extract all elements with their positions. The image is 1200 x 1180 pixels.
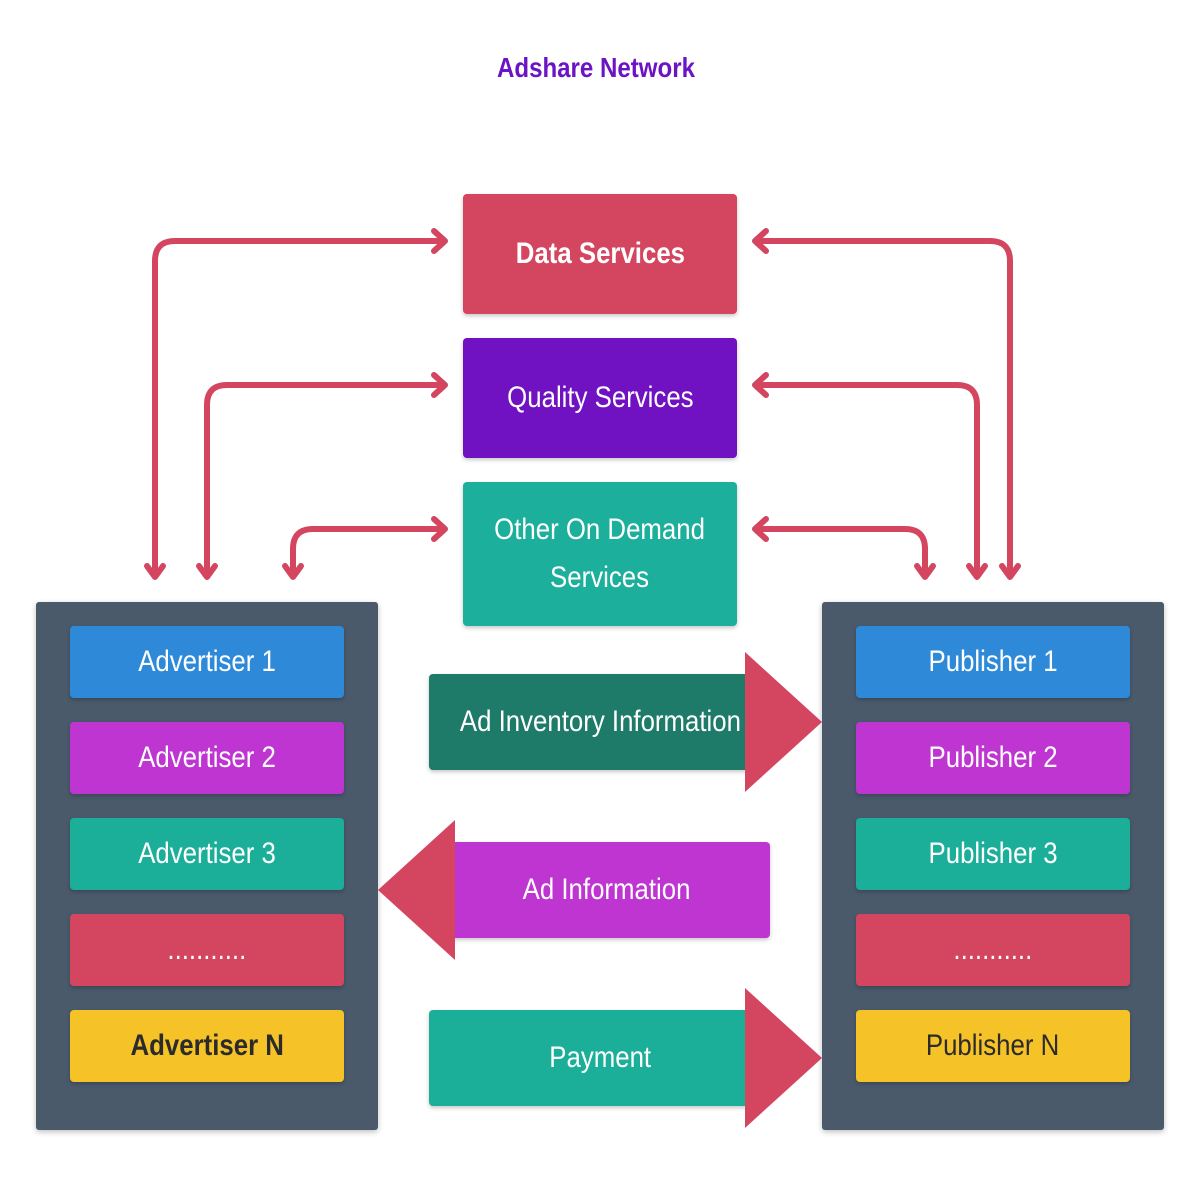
advertiser-label: ........... xyxy=(167,933,247,966)
arrowhead-icon xyxy=(999,563,1021,580)
advertiser-3-box: Advertiser 3 xyxy=(70,818,344,890)
quality-services-box: Quality Services xyxy=(463,338,737,458)
ad-information-flow: Ad Information xyxy=(452,842,770,938)
payment-label: Payment xyxy=(549,1041,651,1074)
arrowhead-icon xyxy=(752,372,769,398)
arrowhead-icon xyxy=(431,228,448,254)
connector-data-advertiser xyxy=(152,238,447,577)
arrowhead-icon xyxy=(914,563,936,580)
advertiser-label: Advertiser 3 xyxy=(138,837,276,870)
publisher-label: Publisher N xyxy=(926,1029,1060,1062)
connector-ondemand-advertiser xyxy=(290,526,447,577)
arrowhead-icon xyxy=(752,228,769,254)
publisher-2-box: Publisher 2 xyxy=(856,722,1130,794)
left-arrow-icon xyxy=(378,820,455,960)
ad-inventory-flow: Ad Inventory Information xyxy=(429,674,747,770)
data-services-box: Data Services xyxy=(463,194,737,314)
payment-flow: Payment xyxy=(429,1010,747,1106)
on-demand-services-label-line2: Services xyxy=(550,561,650,594)
on-demand-services-box: Other On Demand Services xyxy=(463,482,737,626)
quality-services-label: Quality Services xyxy=(506,381,694,414)
data-services-label: Data Services xyxy=(515,237,685,270)
connector-ondemand-publisher xyxy=(753,526,928,577)
publisher-panel: Publisher 1 Publisher 2 Publisher 3 ....… xyxy=(822,602,1164,1130)
advertiser-label: Advertiser 1 xyxy=(138,645,276,678)
diagram-title: Adshare Network xyxy=(496,52,696,83)
arrowhead-icon xyxy=(752,516,769,542)
publisher-label: Publisher 1 xyxy=(928,645,1058,678)
advertiser-panel: Advertiser 1 Advertiser 2 Advertiser 3 .… xyxy=(36,602,378,1130)
arrowhead-icon xyxy=(431,372,448,398)
publisher-n-box: Publisher N xyxy=(856,1010,1130,1082)
advertiser-label: Advertiser 2 xyxy=(138,741,276,774)
arrowhead-icon xyxy=(196,563,218,580)
advertiser-2-box: Advertiser 2 xyxy=(70,722,344,794)
arrowhead-icon xyxy=(144,563,166,580)
on-demand-services-label-line1: Other On Demand xyxy=(494,513,706,546)
right-arrow-icon xyxy=(745,652,822,792)
publisher-label: Publisher 3 xyxy=(928,837,1058,870)
ad-information-label: Ad Information xyxy=(523,873,691,906)
advertiser-ellipsis-box: ........... xyxy=(70,914,344,986)
advertiser-n-box: Advertiser N xyxy=(70,1010,344,1082)
publisher-ellipsis-box: ........... xyxy=(856,914,1130,986)
publisher-label: ........... xyxy=(953,933,1033,966)
publisher-3-box: Publisher 3 xyxy=(856,818,1130,890)
advertiser-label: Advertiser N xyxy=(130,1029,284,1062)
connector-quality-publisher xyxy=(753,382,980,577)
arrowhead-icon xyxy=(431,516,448,542)
connector-data-publisher xyxy=(753,238,1013,577)
publisher-label: Publisher 2 xyxy=(928,741,1058,774)
arrowhead-icon xyxy=(966,563,988,580)
right-arrow-icon xyxy=(745,988,822,1128)
connector-quality-advertiser xyxy=(204,382,447,577)
ad-inventory-label: Ad Inventory Information xyxy=(459,705,741,738)
publisher-1-box: Publisher 1 xyxy=(856,626,1130,698)
arrowhead-icon xyxy=(282,563,304,580)
advertiser-1-box: Advertiser 1 xyxy=(70,626,344,698)
